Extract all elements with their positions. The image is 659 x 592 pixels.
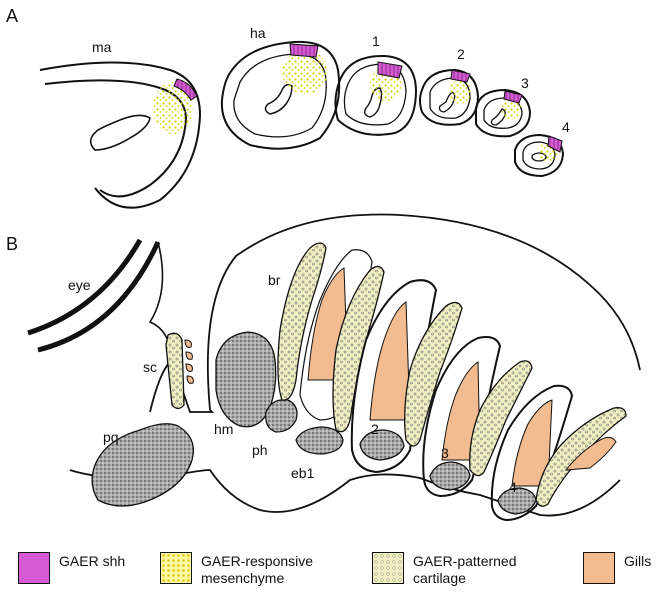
branchial-arch-4 bbox=[514, 133, 565, 178]
legend-item-shh: GAER shh bbox=[18, 548, 125, 584]
arch-label-4: 4 bbox=[562, 119, 570, 135]
branchial-arch-2 bbox=[419, 68, 480, 126]
legend-item-gills: Gills bbox=[583, 548, 651, 584]
gill-arch-4 bbox=[469, 360, 574, 522]
mandibular-arch bbox=[39, 61, 202, 209]
arch-label-2: 2 bbox=[457, 46, 465, 62]
sc-cartilage bbox=[165, 332, 194, 410]
legend-label-cartilage: GAER-patterned cartilage bbox=[413, 553, 517, 586]
gill-arch-3 bbox=[404, 301, 502, 498]
arch-label-1: 1 bbox=[372, 33, 380, 49]
legend-item-cartilage: GAER-patterned cartilage bbox=[372, 548, 517, 587]
hyoid-arch bbox=[220, 40, 341, 150]
arch-label-ma: ma bbox=[92, 39, 112, 55]
legend-swatch-mesenchyme bbox=[160, 552, 192, 584]
panel-b-label: B bbox=[6, 234, 18, 254]
legend-swatch-cartilage bbox=[372, 552, 404, 584]
label-4: 4 bbox=[509, 479, 517, 495]
label-br: br bbox=[268, 272, 281, 288]
legend-label-gills: Gills bbox=[624, 553, 652, 569]
label-eye: eye bbox=[68, 277, 91, 293]
legend-swatch-shh bbox=[18, 552, 50, 584]
label-pq: pq bbox=[103, 429, 119, 445]
gill-arch-2 bbox=[332, 265, 438, 474]
label-ph: ph bbox=[252, 442, 268, 458]
label-hm: hm bbox=[214, 421, 233, 437]
label-2: 2 bbox=[371, 421, 379, 437]
arch-label-ha: ha bbox=[250, 25, 266, 41]
label-3: 3 bbox=[441, 445, 449, 461]
branchial-arch-1 bbox=[334, 54, 418, 136]
branchial-arch-3 bbox=[475, 88, 532, 138]
legend-swatch-gills bbox=[583, 552, 615, 584]
hm-bone bbox=[215, 331, 277, 428]
diagram-canvas: A B ma ha 1 2 3 bbox=[6, 6, 641, 522]
eb1-bone bbox=[295, 426, 344, 455]
legend-label-shh: GAER shh bbox=[59, 553, 126, 569]
legend-item-mesenchyme: GAER-responsive mesenchyme bbox=[160, 548, 313, 587]
pq-bone bbox=[91, 423, 195, 507]
label-sc: sc bbox=[143, 359, 157, 375]
gill-arch-5 bbox=[535, 407, 627, 507]
legend-label-mesenchyme: GAER-responsive mesenchyme bbox=[201, 553, 314, 586]
arch-label-3: 3 bbox=[521, 75, 529, 91]
label-eb1: eb1 bbox=[291, 465, 315, 481]
panel-a-label: A bbox=[6, 6, 18, 26]
legend: GAER shh GAER-responsive mesenchyme GAER… bbox=[0, 548, 659, 592]
eye-outline bbox=[27, 238, 173, 361]
ph-bone bbox=[265, 399, 298, 433]
